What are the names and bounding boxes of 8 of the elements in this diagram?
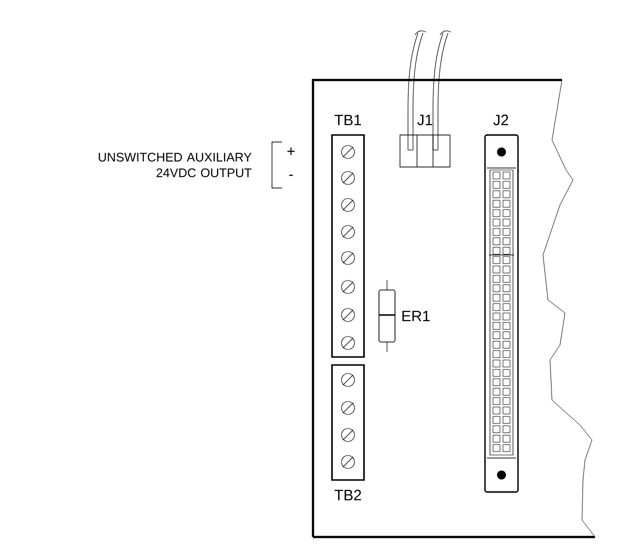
part-label: TB1 (334, 114, 362, 126)
part-label: ER1 (402, 310, 430, 322)
part-label: J1 (417, 114, 432, 126)
polarity-sign: - (289, 174, 293, 176)
polarity-sign: + (287, 148, 295, 155)
part-label: TB2 (334, 490, 361, 500)
output-label: UNSWITCHED AUXILIARY 24VDC OUTPUT (98, 152, 252, 178)
part-label: J2 (493, 114, 508, 126)
